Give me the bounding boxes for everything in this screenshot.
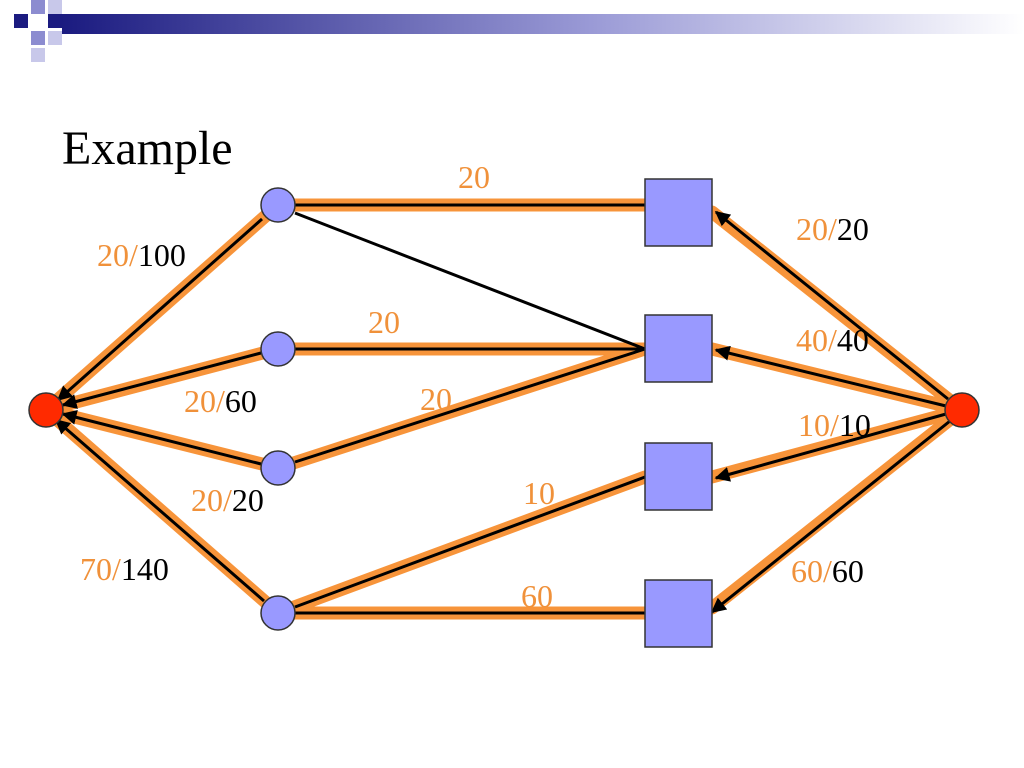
banner-square: [48, 31, 62, 45]
right-node-1: [644, 178, 713, 247]
left-node-1: [260, 187, 296, 223]
edge-t-m1: [714, 210, 949, 401]
banner-square: [31, 48, 45, 62]
page-title: Example: [62, 122, 233, 175]
edge-label-n1-m1: 20: [458, 159, 490, 195]
edge-label-m1-t: 20/20: [796, 211, 869, 247]
edge-t-m3: [714, 412, 947, 482]
edge-label-m4-t: 60/60: [791, 553, 864, 589]
edge-label-s-n2: 20/60: [184, 383, 257, 419]
edge-n3-s: [61, 410, 262, 466]
banner-square: [31, 31, 45, 45]
edge-label-m3-t: 10/10: [798, 407, 871, 443]
edge-n2-s: [61, 351, 262, 409]
banner-square: [14, 14, 28, 28]
slide-banner: [14, 0, 1024, 62]
source-node: [28, 392, 64, 428]
banner-gradient-bar: [62, 14, 1024, 34]
edge-label-s-n1: 20/100: [97, 237, 186, 273]
network-nodes: [28, 178, 980, 648]
edge-labels: 20/100 20/60 20/20 70/140 20 20 20 10 60…: [80, 159, 871, 614]
banner-square: [31, 0, 45, 14]
right-node-2: [644, 314, 713, 383]
edge-label-n4-m4: 60: [521, 578, 553, 614]
network-edges: [54, 203, 951, 615]
edge-label-n3-m2: 20: [420, 381, 452, 417]
left-node-2: [260, 331, 296, 367]
left-node-3: [260, 450, 296, 486]
edge-label-m2-t: 40/40: [796, 322, 869, 358]
right-node-4: [644, 579, 713, 648]
edge-label-s-n3: 20/20: [191, 482, 264, 518]
edge-t-m4: [710, 419, 951, 614]
left-node-4: [260, 595, 296, 631]
banner-square: [48, 0, 62, 14]
edge-label-n2-m2: 20: [368, 304, 400, 340]
edge-n1-m2: [294, 211, 646, 351]
right-node-3: [644, 442, 713, 511]
edge-n1-s: [56, 217, 263, 402]
edge-t-m2: [714, 345, 947, 408]
banner-square: [48, 14, 62, 28]
edge-label-s-n4: 70/140: [80, 551, 169, 587]
edge-n4-s: [54, 418, 265, 603]
sink-node: [944, 392, 980, 428]
edge-label-n4-m3: 10: [523, 475, 555, 511]
edge-n4-m3: [294, 475, 646, 609]
edge-n3-m2: [294, 347, 646, 464]
